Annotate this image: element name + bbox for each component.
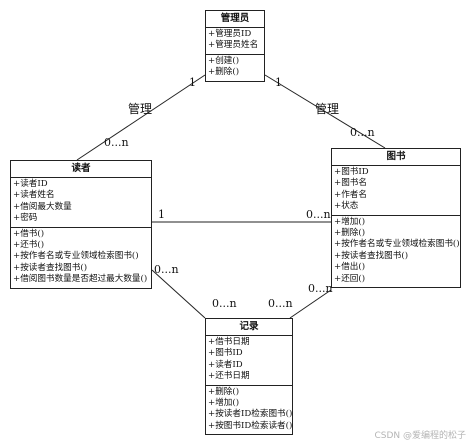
book-attr: +状态 [334,201,359,212]
admin-method: +删除() [208,67,240,78]
book-attr: +图书名 [334,178,367,189]
mult-book-record-book: 0...n [308,282,333,295]
class-reader-attributes: +读者ID +读者姓名 +借阅最大数量 +密码 [11,178,151,227]
reader-method: +按读者查找图书() [13,262,88,273]
assoc-label-admin-book: 管理 [315,102,340,116]
class-record: 记录 +借书日期 +图书ID +读者ID +还书日期 +删除() +增加() +… [205,318,293,436]
mult-admin-reader-admin: 1 [189,76,196,89]
class-book: 图书 +图书ID +图书名 +作者名 +状态 +增加() +删除() +按作者名… [331,148,461,289]
book-method: +增加() [334,216,366,227]
class-admin-methods: +创建() +删除() [206,53,264,81]
reader-attr: +读者ID [13,179,48,189]
class-admin: 管理员 +管理员ID +管理员姓名 +创建() +删除() [205,10,265,82]
class-book-attributes: +图书ID +图书名 +作者名 +状态 [332,166,460,215]
record-attr: +读者ID [208,359,243,370]
record-attr: +借书日期 [208,337,250,347]
record-attr: +还书日期 [208,371,250,382]
class-record-methods: +删除() +增加() +按读者ID检索图书() +按图书ID检索读者() [206,384,293,435]
mult-reader-book-reader: 1 [158,208,165,221]
mult-reader-record-reader: 0...n [154,263,179,276]
line-book-record [289,289,332,319]
record-method: +按图书ID检索读者() [208,420,293,431]
book-attr: +图书ID [334,167,369,177]
book-method: +还回() [334,273,366,284]
reader-method: +还书() [13,240,45,251]
book-method: +删除() [334,228,366,239]
book-method: +按读者查找图书() [334,250,409,261]
admin-attr: +管理员ID [208,29,252,39]
assoc-label-admin-reader: 管理 [128,102,153,116]
mult-admin-book-admin: 1 [275,76,282,89]
reader-method: +借阅图书数量是否超过最大数量() [13,274,148,285]
class-admin-attributes: +管理员ID +管理员姓名 [206,28,264,54]
record-method: +增加() [208,398,240,409]
class-record-attributes: +借书日期 +图书ID +读者ID +还书日期 [206,336,292,385]
mult-reader-book-book: 0...n [306,208,331,221]
book-method: +借出() [334,262,366,273]
watermark: CSDN @爱编程的松子 [374,431,466,441]
admin-method: +创建() [208,55,240,66]
class-admin-title: 管理员 [206,11,264,28]
line-admin-book [264,74,386,149]
admin-attr: +管理员姓名 [208,40,259,51]
mult-admin-book-book: 0...n [350,126,375,139]
record-method: +按读者ID检索图书() [208,409,293,420]
class-book-methods: +增加() +删除() +按作者名或专业领域检索图书() +按读者查找图书() … [332,214,460,287]
book-method: +按作者名或专业领域检索图书() [334,239,460,250]
class-reader: 读者 +读者ID +读者姓名 +借阅最大数量 +密码 +借书() +还书() +… [10,160,152,289]
class-reader-methods: +借书() +还书() +按作者名或专业领域检索图书() +按读者查找图书() … [11,226,151,288]
mult-book-record-record: 0...n [268,297,293,310]
mult-admin-reader-reader: 0...n [104,136,129,149]
reader-method: +借书() [13,228,45,239]
line-admin-reader [76,74,206,161]
reader-attr: +密码 [13,213,38,224]
class-reader-title: 读者 [11,161,151,178]
reader-attr: +读者姓名 [13,190,55,201]
line-reader-record [151,269,206,319]
record-attr: +图书ID [208,348,243,359]
reader-attr: +借阅最大数量 [13,201,72,212]
class-book-title: 图书 [332,149,460,166]
book-attr: +作者名 [334,189,367,200]
record-method: +删除() [208,386,240,397]
mult-reader-record-record: 0...n [212,297,237,310]
reader-method: +按作者名或专业领域检索图书() [13,251,139,262]
class-record-title: 记录 [206,319,292,336]
